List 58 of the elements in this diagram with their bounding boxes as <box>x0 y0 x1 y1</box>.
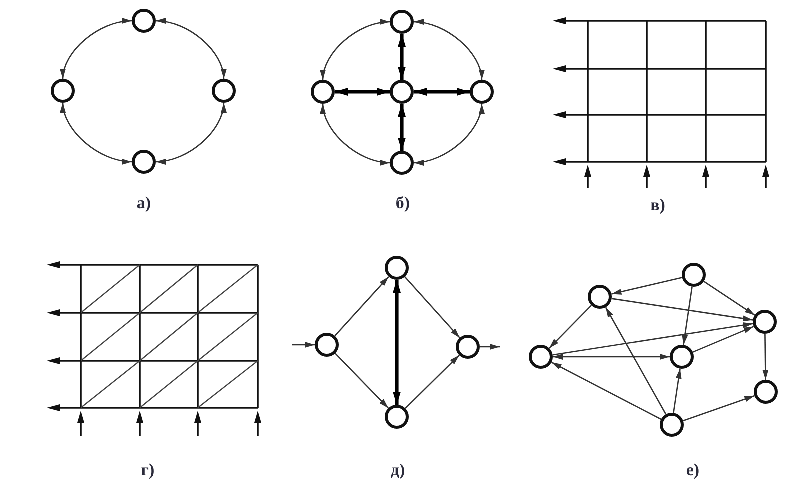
node-circle <box>529 345 553 369</box>
node-circle <box>588 285 612 309</box>
double-headed-arrow <box>414 88 470 96</box>
double-headed-arrow <box>398 104 406 151</box>
arrow <box>552 322 754 356</box>
arrow <box>605 307 667 415</box>
node-circle <box>315 333 339 357</box>
panel-label: б) <box>396 194 410 212</box>
panel-label: в) <box>650 196 666 214</box>
arrow <box>334 353 390 409</box>
node-circle <box>390 10 414 34</box>
node-circle <box>385 405 409 429</box>
node-circle <box>390 80 414 104</box>
node-circle <box>754 380 778 404</box>
arrow <box>612 277 682 295</box>
double-headed-arrow <box>321 20 390 80</box>
arrow <box>334 276 390 337</box>
double-headed-arrow <box>393 280 401 405</box>
arrow <box>405 354 460 410</box>
arrow <box>704 281 756 316</box>
arrow <box>612 298 754 322</box>
node-circle <box>682 263 706 287</box>
arrow <box>682 286 693 346</box>
node-circle <box>212 79 236 103</box>
node-circle <box>311 80 335 104</box>
double-headed-arrow <box>335 88 390 96</box>
node-circle <box>51 79 75 103</box>
arrow <box>762 334 769 380</box>
double-headed-arrow <box>414 20 484 80</box>
node-circle <box>470 80 494 104</box>
double-headed-arrow <box>156 102 226 164</box>
node-circle <box>753 310 777 334</box>
panel-label: д) <box>390 462 406 478</box>
node-circle <box>132 150 156 174</box>
node-circle <box>132 9 156 33</box>
arrow <box>551 362 662 420</box>
arrow <box>692 326 754 353</box>
node-circle <box>456 335 480 359</box>
arrow <box>480 344 500 350</box>
double-headed-arrow <box>61 18 132 80</box>
node-circle <box>385 256 409 280</box>
node-circle <box>670 345 694 369</box>
arrow <box>683 395 755 422</box>
arrow <box>292 342 315 348</box>
panel-label: а) <box>136 194 152 212</box>
arrow <box>673 368 682 414</box>
arrow <box>404 276 460 339</box>
double-headed-arrow <box>414 104 484 166</box>
panel-label: е) <box>686 462 700 478</box>
double-headed-arrow <box>553 354 670 360</box>
node-circle <box>390 151 414 175</box>
double-headed-arrow <box>398 34 406 80</box>
double-headed-arrow <box>61 102 132 164</box>
double-headed-arrow <box>156 18 226 80</box>
double-headed-arrow <box>321 104 390 166</box>
panel-label: г) <box>141 462 155 478</box>
arrow <box>548 305 592 349</box>
node-circle <box>660 413 684 437</box>
